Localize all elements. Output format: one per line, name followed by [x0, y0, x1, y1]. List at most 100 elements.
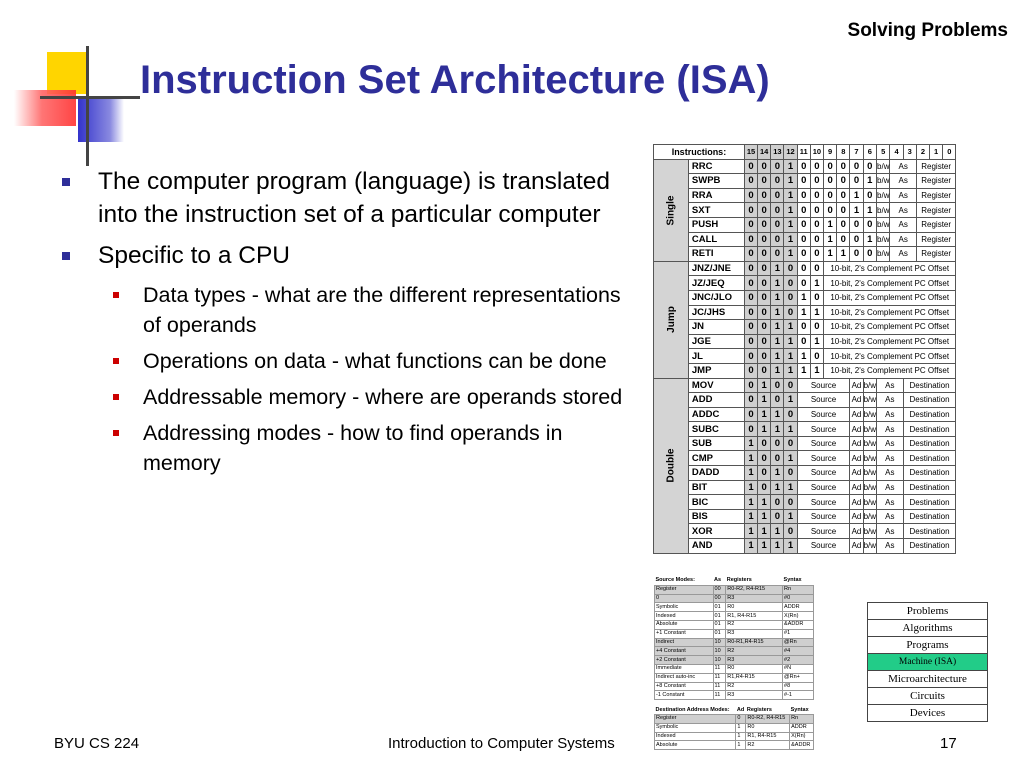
opcode-bit: 0	[743, 173, 759, 189]
mode-cell: 00	[712, 593, 727, 604]
mode-cell: &ADDR	[782, 619, 814, 630]
opcode-bit: 0	[862, 158, 878, 175]
opcode-bit: 0	[783, 304, 798, 321]
opcode-bit: 0	[796, 216, 811, 233]
opcode-bit: 0	[757, 450, 772, 467]
opcode-bit: 0	[770, 435, 785, 452]
opcode-bit: 1	[770, 260, 785, 277]
offset-field: 10-bit, 2's Complement PC Offset	[823, 333, 957, 350]
opcode-bit: 0	[743, 158, 759, 175]
mode-cell: R2	[725, 619, 784, 630]
opcode-bit: 0	[796, 158, 811, 175]
opcode-bit: 1	[770, 348, 785, 364]
bw-field: b/w	[862, 421, 878, 437]
ad-field: Ad	[849, 421, 864, 437]
mnemonic: BIC	[687, 494, 745, 510]
opcode-bit: 1	[743, 523, 759, 540]
mode-cell: #8	[782, 681, 814, 692]
opcode-bit: 0	[849, 216, 864, 233]
mode-cell: 1	[735, 731, 747, 742]
mnemonic: DADD	[687, 465, 745, 481]
opcode-bit: 1	[783, 392, 798, 408]
modes-header: Source Modes:	[655, 577, 695, 584]
opcode-bit: 0	[809, 231, 825, 248]
bit-number: 10	[809, 144, 825, 160]
opcode-bit: 0	[796, 231, 811, 248]
opcode-bit: 0	[783, 260, 798, 277]
opcode-bit: 0	[743, 348, 759, 364]
opcode-bit: 0	[757, 304, 772, 321]
as-field: As	[889, 158, 917, 175]
opcode-bit: 0	[770, 173, 785, 189]
bw-field: b/w	[862, 377, 878, 394]
opcode-bit: 1	[743, 479, 759, 496]
mode-cell: 01	[712, 602, 727, 613]
opcode-bit: 1	[770, 538, 785, 554]
mode-cell: @Rn	[782, 637, 814, 648]
ad-field: Ad	[849, 494, 864, 510]
square-bullet-icon	[113, 358, 119, 364]
sub-bullet-item: Addressable memory - where are operands …	[58, 382, 638, 412]
opcode-bit: 0	[743, 246, 759, 262]
bit-number: 11	[796, 144, 811, 160]
opcode-bit: 0	[743, 319, 759, 335]
opcode-bit: 0	[743, 202, 759, 218]
opcode-bit: 0	[849, 158, 864, 175]
mode-cell: Symbolic	[654, 602, 714, 613]
mode-cell: R2	[725, 681, 784, 692]
stack-layer: Microarchitecture	[867, 671, 988, 688]
opcode-bit: 0	[783, 275, 798, 291]
mode-cell: Indirect auto-inc	[654, 672, 714, 683]
dest-field: Destination	[902, 523, 957, 540]
bw-field: b/w	[862, 523, 878, 540]
mode-cell: R3	[725, 628, 784, 639]
bit-number: 8	[836, 144, 851, 160]
opcode-bit: 1	[757, 508, 772, 525]
mode-cell: ADDR	[789, 722, 814, 733]
opcode-bit: 0	[757, 362, 772, 379]
opcode-bit: 0	[823, 202, 838, 218]
as-field: As	[889, 231, 917, 248]
opcode-bit: 0	[757, 479, 772, 496]
mnemonic: BIT	[687, 479, 745, 496]
opcode-bit: 0	[757, 289, 772, 306]
mode-cell: Register	[653, 713, 737, 724]
stack-layer: Devices	[867, 705, 988, 722]
opcode-bit: 0	[836, 158, 851, 175]
as-field: As	[876, 523, 904, 540]
opcode-bit: 0	[770, 246, 785, 262]
bit-number: 15	[743, 144, 759, 160]
opcode-bit: 0	[770, 494, 785, 510]
sub-bullet-item: Addressing modes - how to find operands …	[58, 418, 638, 478]
footer-course: BYU CS 224	[54, 735, 140, 752]
page-number: 17	[940, 735, 957, 752]
opcode-bit: 0	[770, 231, 785, 248]
ad-field: Ad	[849, 392, 864, 408]
mode-cell: 0	[735, 713, 747, 724]
dest-field: Register	[915, 158, 957, 175]
bit-number: 7	[849, 144, 864, 160]
opcode-bit: 0	[796, 187, 811, 204]
bw-field: b/w	[862, 465, 878, 481]
opcode-bit: 0	[743, 187, 759, 204]
mnemonic: SUB	[687, 435, 745, 452]
opcode-bit: 1	[796, 348, 811, 364]
mnemonic: JNC/JLO	[687, 289, 745, 306]
mode-cell: R1, R4-R15	[745, 731, 791, 742]
bw-field: b/w	[876, 231, 891, 248]
mode-cell: 01	[712, 611, 727, 621]
mode-cell: R0	[725, 602, 784, 613]
bullet-item: The computer program (language) is trans…	[58, 165, 638, 231]
opcode-bit: 1	[783, 158, 798, 175]
